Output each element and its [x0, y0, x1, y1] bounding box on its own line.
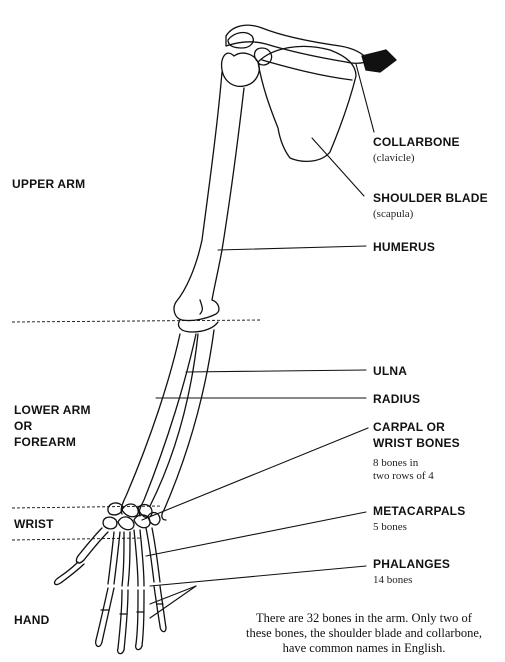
collarbone-label: COLLARBONE	[373, 134, 460, 150]
humerus-condyle-detail	[200, 300, 202, 314]
carpal-note-line: two rows of 4	[373, 470, 434, 483]
radius-right-edge	[162, 330, 214, 520]
phalanges-label: PHALANGES	[373, 556, 450, 572]
leader-phalanges-2	[150, 586, 196, 604]
carpal-note-block: 8 bones in two rows of 4	[373, 457, 434, 483]
carpal-label-block: CARPAL OR WRIST BONES	[373, 419, 460, 451]
leader-phalanges-1	[150, 566, 366, 586]
lower-arm-label-line: FOREARM	[14, 434, 91, 450]
humerus-left-edge	[176, 72, 222, 302]
elbow-joint	[179, 320, 219, 332]
upper-arm-label: UPPER ARM	[12, 176, 85, 192]
carpal-label-line: WRIST BONES	[373, 435, 460, 451]
carpal-note-line: 8 bones in	[373, 457, 434, 470]
lower-arm-label-line: LOWER ARM	[14, 402, 91, 418]
scapula-spine	[262, 60, 352, 80]
humerus-distal	[174, 300, 219, 321]
leader-shoulder-blade	[312, 138, 364, 196]
upper-lower-arm-divider	[12, 320, 260, 322]
metacarpals-label: METACARPALS	[373, 503, 465, 519]
humerus-label: HUMERUS	[373, 239, 435, 255]
metacarpals-note: 5 bones	[373, 521, 407, 534]
lower-arm-label-block: LOWER ARM OR FOREARM	[14, 402, 91, 450]
phalanx-bones	[96, 586, 166, 654]
caption-line: There are 32 bones in the arm. Only two …	[233, 611, 495, 626]
clavicle-end	[362, 50, 396, 72]
leader-ulna	[186, 370, 366, 372]
ulna-right-edge	[139, 334, 196, 516]
leader-collarbone	[356, 64, 374, 132]
caption-line: have common names in English.	[233, 641, 495, 656]
leader-humerus	[218, 246, 366, 250]
wrist-hand-divider	[12, 538, 142, 540]
wrist-label: WRIST	[14, 516, 54, 532]
scapula-note: (scapula)	[373, 208, 413, 221]
radius-label: RADIUS	[373, 391, 420, 407]
lower-arm-label-line: OR	[14, 418, 91, 434]
caption-line: these bones, the shoulder blade and coll…	[233, 626, 495, 641]
hand-label: HAND	[14, 612, 49, 628]
ulna-label: ULNA	[373, 363, 407, 379]
clavicle-note: (clavicle)	[373, 152, 415, 165]
caption: There are 32 bones in the arm. Only two …	[233, 611, 495, 656]
humerus-head	[222, 53, 260, 86]
shoulder-blade-label: SHOULDER BLADE	[373, 190, 488, 206]
carpal-label-line: CARPAL OR	[373, 419, 460, 435]
thumb-bones	[55, 528, 108, 585]
clavicle-shape	[226, 25, 368, 63]
metacarpal-bones	[108, 528, 160, 586]
clavicle-acromion	[228, 33, 253, 48]
phalanges-note: 14 bones	[373, 574, 412, 587]
leader-metacarpals	[146, 512, 366, 556]
